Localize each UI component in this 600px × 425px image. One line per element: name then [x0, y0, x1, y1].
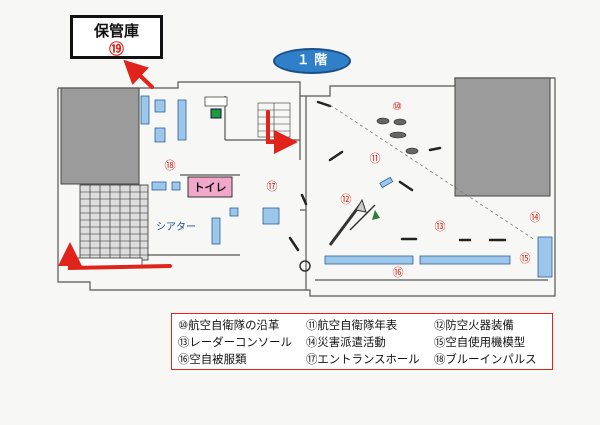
storage-room-number: ⑲	[108, 40, 124, 58]
legend-item: ⑱ブルーインパルス	[434, 352, 537, 366]
legend-item: ⑰エントランスホール	[306, 352, 420, 366]
legend-item: ⑫防空火器装備	[434, 318, 514, 332]
legend-item: ⑮空自使用機模型	[434, 335, 526, 349]
entrance-door	[299, 260, 311, 272]
green-exhibit	[210, 108, 222, 119]
legend-row: ⑩航空自衛隊の沿革 ⑪航空自衛隊年表 ⑫防空火器装備	[178, 317, 546, 334]
legend-item: ⑯空自被服類	[178, 352, 247, 366]
area-number-16: ⑯	[393, 266, 404, 279]
theater-label: シアター	[156, 221, 196, 233]
area-number-11: ⑪	[370, 152, 381, 165]
stairs	[257, 102, 291, 138]
gray-block-right	[454, 77, 551, 197]
theater-seating	[77, 184, 149, 269]
area-number-18: ⑱	[165, 159, 176, 172]
storage-room-title: 保管庫	[93, 22, 139, 40]
toilet-room	[187, 176, 233, 198]
area-numbers: ⑩ ⑪ ⑫ ⑬ ⑭ ⑮ ⑯ ⑰ ⑱	[165, 100, 541, 279]
route-arrows	[58, 59, 298, 271]
area-number-13: ⑬	[435, 220, 446, 233]
legend-item: ⑪航空自衛隊年表	[306, 318, 398, 332]
legend-row: ⑯空自被服類 ⑰エントランスホール ⑱ブルーインパルス	[178, 351, 546, 368]
dark-exhibits	[288, 100, 507, 252]
legend-item: ⑩航空自衛隊の沿革	[178, 318, 280, 332]
legend-row: ⑬レーダーコンソール ⑭災害派遣活動 ⑮空自使用機模型	[178, 334, 546, 351]
storage-room-box: 保管庫 ⑲	[70, 15, 163, 59]
legend-box: ⑩航空自衛隊の沿革 ⑪航空自衛隊年表 ⑫防空火器装備 ⑬レーダーコンソール ⑭災…	[171, 313, 553, 370]
exhibit-area-dashed	[329, 104, 536, 241]
area-number-15: ⑮	[520, 252, 531, 265]
area-number-10: ⑩	[392, 100, 402, 113]
toilet-label: トイレ	[194, 181, 227, 194]
floor-badge: １ 階	[273, 48, 351, 74]
exhibit-panels	[140, 95, 553, 278]
area-number-14: ⑭	[530, 211, 541, 224]
aircraft-model	[372, 210, 380, 220]
area-number-17: ⑰	[267, 180, 278, 193]
legend-item: ⑭災害派遣活動	[306, 335, 386, 349]
area-number-12: ⑫	[341, 193, 352, 206]
missile-models	[376, 117, 419, 155]
gray-block-left	[60, 87, 140, 185]
rocket-exhibit	[328, 198, 376, 246]
legend-item: ⑬レーダーコンソール	[178, 335, 292, 349]
